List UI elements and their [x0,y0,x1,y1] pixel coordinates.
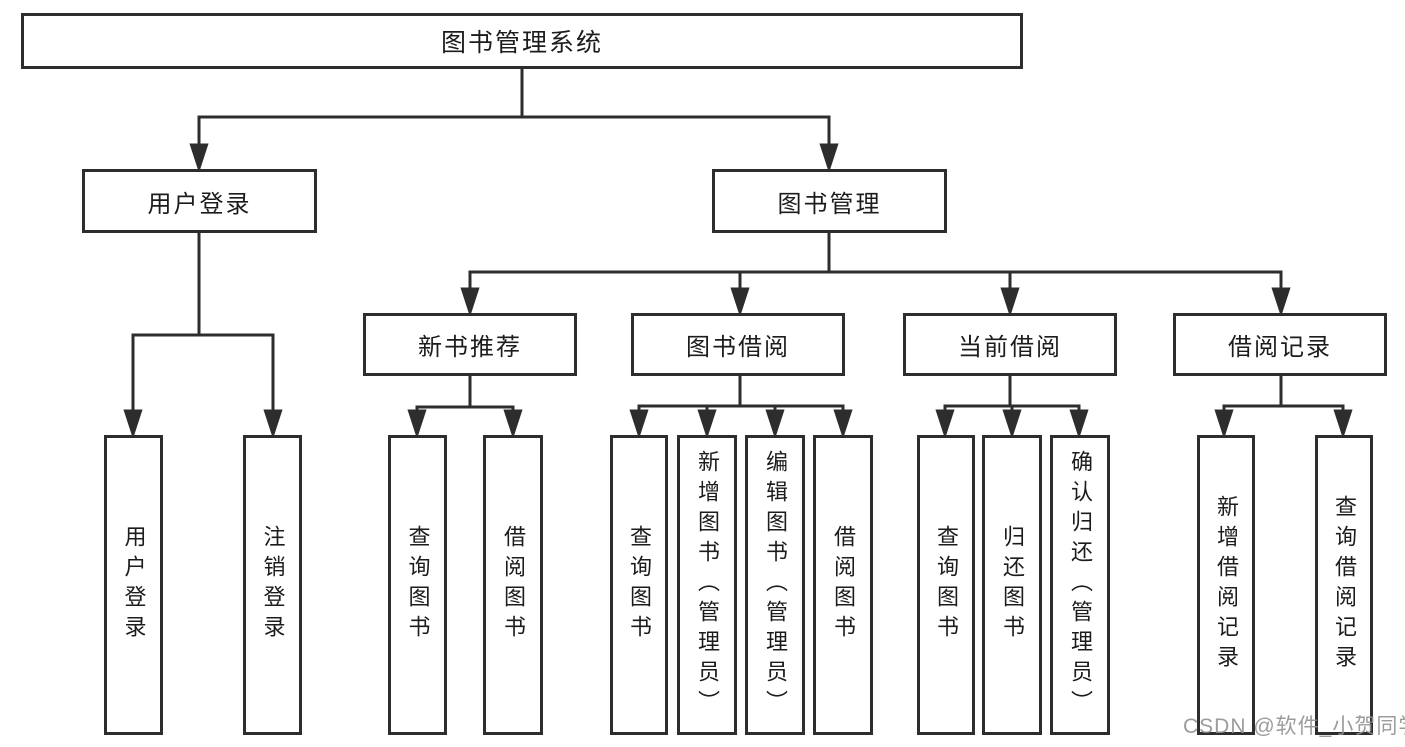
node-label: 新书推荐 [418,334,522,361]
node-label: 用户登录 [147,190,252,218]
leaf-confirm-return-admin: 确认归还（管理员） [1050,435,1110,735]
leaf-label: 查询借阅记录 [1332,495,1357,675]
leaf-borrow-books-borrowing: 借阅图书 [813,435,873,735]
watermark: CSDN @软件_小贺同学 [1183,715,1405,738]
connector-book-management-children [460,229,1291,317]
connector-user-login-children [123,229,283,439]
leaf-borrow-books-recommend: 借阅图书 [483,435,543,735]
leaf-add-books-admin: 新增图书（管理员） [677,435,737,735]
arrowhead-icon [1271,287,1291,317]
leaf-query-books-current: 查询图书 [917,435,975,735]
node-book-borrowing: 图书借阅 [631,313,845,376]
arrowhead-icon [1333,409,1353,439]
leaf-label: 新增图书（管理员） [695,450,720,720]
arrowhead-icon [819,143,839,173]
leaf-label: 借阅图书 [501,525,526,645]
leaf-label: 确认归还（管理员） [1068,450,1093,720]
arrowhead-icon [765,409,785,439]
arrowhead-icon [833,409,853,439]
leaf-label: 查询图书 [405,525,431,645]
leaf-edit-books-admin: 编辑图书（管理员） [745,435,805,735]
arrowhead-icon [629,409,649,439]
node-library-management-system: 图书管理系统 [21,13,1023,69]
leaf-label: 借阅图书 [831,525,856,645]
connector-new-book-children [407,372,523,439]
node-user-login: 用户登录 [82,169,317,233]
leaf-return-books: 归还图书 [982,435,1042,735]
leaf-user-login: 用户登录 [104,435,163,735]
leaf-label: 注销登录 [260,525,286,645]
arrowhead-icon [407,409,427,439]
node-label: 当前借阅 [958,334,1062,361]
arrowhead-icon [1002,409,1022,439]
arrowhead-icon [263,409,283,439]
node-label: 图书管理系统 [440,29,603,57]
node-label: 图书管理 [777,190,882,218]
arrowhead-icon [1069,409,1089,439]
arrowhead-icon [935,409,955,439]
arrowhead-icon [503,409,523,439]
arrowhead-icon [730,287,750,317]
arrowhead-icon [460,287,480,317]
leaf-query-borrow-record: 查询借阅记录 [1315,435,1373,735]
leaf-label: 用户登录 [121,525,147,645]
arrowhead-icon [697,409,717,439]
node-book-management: 图书管理 [712,169,947,233]
connector-current-borrowing-children [935,372,1089,439]
node-label: 图书借阅 [686,334,790,361]
node-current-borrowing: 当前借阅 [903,313,1117,376]
node-borrowing-records: 借阅记录 [1173,313,1387,376]
arrowhead-icon [1214,409,1234,439]
arrowhead-icon [189,143,209,173]
leaf-query-books-recommend: 查询图书 [388,435,447,735]
leaf-label: 编辑图书（管理员） [763,450,788,720]
leaf-query-books-borrowing: 查询图书 [610,435,668,735]
arrowhead-icon [1000,287,1020,317]
node-new-book-recommendation: 新书推荐 [363,313,577,376]
leaf-label: 查询图书 [627,525,652,645]
node-label: 借阅记录 [1228,334,1332,361]
connector-root-to-level2 [189,65,839,173]
leaf-add-borrow-record: 新增借阅记录 [1197,435,1255,735]
leaf-label: 新增借阅记录 [1214,495,1239,675]
leaf-logout: 注销登录 [243,435,302,735]
connector-book-borrowing-children [629,372,853,439]
leaf-label: 归还图书 [1000,525,1025,645]
arrowhead-icon [123,409,143,439]
leaf-label: 查询图书 [934,525,959,645]
connector-borrowing-records-children [1214,372,1353,439]
